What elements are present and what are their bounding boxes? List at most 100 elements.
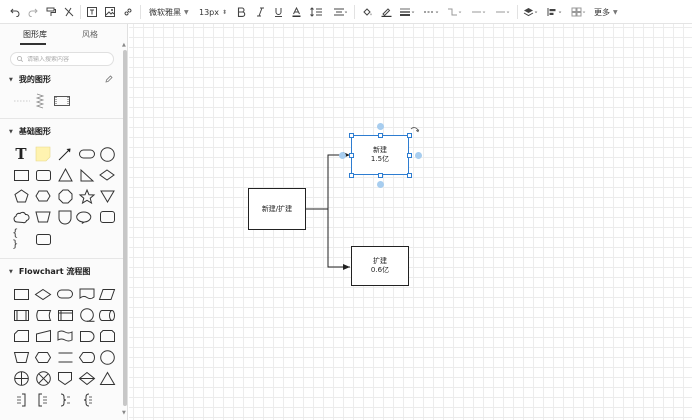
shape-right-triangle[interactable] (78, 166, 96, 184)
shape-trapezoid[interactable] (34, 208, 52, 226)
redo-icon[interactable] (27, 4, 39, 20)
bold-icon[interactable] (236, 4, 247, 20)
connect-point-bottom[interactable] (376, 181, 384, 188)
resize-handle-n[interactable] (377, 132, 383, 138)
resize-handle-s[interactable] (377, 172, 383, 178)
rotate-icon[interactable] (408, 124, 420, 136)
scroll-up-icon[interactable]: ▲ (122, 42, 126, 48)
shape-diamond[interactable] (98, 166, 116, 184)
shape-pentagon[interactable] (12, 187, 30, 205)
connector-to-new[interactable] (305, 152, 350, 210)
insert-link-icon[interactable] (122, 4, 134, 20)
shape-cloud[interactable] (12, 208, 30, 226)
flow-extract[interactable] (98, 369, 116, 387)
flow-card[interactable] (12, 327, 30, 345)
italic-icon[interactable] (255, 4, 266, 20)
flow-brace-left[interactable] (78, 391, 96, 409)
flow-sort[interactable] (78, 369, 96, 387)
shape-inverted-triangle[interactable] (98, 187, 116, 205)
flow-delay[interactable] (78, 327, 96, 345)
my-shape-film[interactable] (53, 95, 71, 107)
flow-document[interactable] (78, 285, 96, 303)
line-style-icon[interactable] (422, 4, 440, 20)
flow-off-page-connector[interactable] (56, 369, 74, 387)
group-icon[interactable] (570, 4, 588, 20)
shape-arrow-line[interactable] (56, 145, 74, 163)
flow-stored-data[interactable] (34, 306, 52, 324)
shape-text[interactable]: T (12, 145, 30, 163)
flow-process[interactable] (12, 285, 30, 303)
node-root[interactable]: 新建/扩建 (248, 188, 306, 230)
connector-to-expand[interactable] (305, 208, 350, 270)
align-icon[interactable] (331, 4, 349, 20)
node-new[interactable]: 新建 1.5亿 (351, 135, 409, 175)
shape-braces[interactable]: { } (12, 228, 30, 250)
shape-hexagon[interactable] (34, 187, 52, 205)
layer-order-icon[interactable] (522, 4, 540, 20)
flow-loop-limit[interactable] (98, 327, 116, 345)
flow-preparation[interactable] (34, 348, 52, 366)
insert-image-icon[interactable] (104, 4, 116, 20)
flow-predefined-process[interactable] (12, 306, 30, 324)
shape-rounded-rectangle[interactable] (34, 166, 52, 184)
line-spacing-icon[interactable] (309, 4, 325, 20)
node-expand[interactable]: 扩建 0.6亿 (351, 246, 409, 286)
sidebar-scrollbar[interactable] (123, 50, 127, 406)
section-basic-shapes[interactable]: ▼ 基础图形 (9, 126, 51, 137)
flow-terminator[interactable] (56, 285, 74, 303)
insert-textbox-icon[interactable] (86, 4, 98, 20)
shape-rounded-rect[interactable] (78, 145, 96, 163)
flow-sequential-data[interactable] (78, 306, 96, 324)
flow-connector[interactable] (98, 348, 116, 366)
flow-annotation-left[interactable] (34, 391, 52, 409)
line-end-icon[interactable] (494, 4, 512, 20)
flow-punched-tape[interactable] (56, 327, 74, 345)
shape-search-box[interactable] (10, 52, 114, 66)
section-flowchart[interactable]: ▼ Flowchart 流程图 (9, 266, 90, 277)
flow-decision[interactable] (34, 285, 52, 303)
font-family-select[interactable]: 微软雅黑 ▼ (149, 4, 191, 20)
more-button[interactable]: 更多 ▼ (594, 4, 618, 20)
shape-rectangle[interactable] (12, 166, 30, 184)
flow-or[interactable] (12, 369, 30, 387)
format-painter-icon[interactable] (45, 4, 57, 20)
shape-rounded-box[interactable] (34, 230, 52, 248)
font-size-stepper[interactable]: 13px ⬍ (199, 4, 231, 20)
underline-icon[interactable] (273, 4, 284, 20)
fill-color-icon[interactable] (361, 4, 373, 20)
my-shape-arrow[interactable] (12, 95, 32, 107)
edit-icon[interactable] (104, 74, 114, 84)
connect-point-right[interactable] (415, 151, 422, 159)
drawing-canvas[interactable]: 新建/扩建 新建 1.5亿 扩建 0.6亿 (129, 24, 692, 420)
flow-parallel-mode[interactable] (56, 348, 74, 366)
line-weight-icon[interactable] (398, 4, 416, 20)
tab-style[interactable]: 风格 (82, 30, 98, 39)
flow-direct-data[interactable] (98, 306, 116, 324)
scroll-down-icon[interactable]: ▼ (122, 410, 126, 416)
flow-manual-input[interactable] (34, 327, 52, 345)
shape-octagon[interactable] (56, 187, 74, 205)
flow-internal-storage[interactable] (56, 306, 74, 324)
shape-rounded-square[interactable] (98, 208, 116, 226)
clear-format-icon[interactable] (63, 4, 75, 20)
shape-star[interactable] (78, 187, 96, 205)
connector-type-icon[interactable] (446, 4, 464, 20)
connect-point-left[interactable] (339, 151, 346, 159)
resize-handle-sw[interactable] (348, 172, 354, 178)
my-shape-spring[interactable] (35, 91, 45, 111)
flow-manual-operation[interactable] (12, 348, 30, 366)
resize-handle-nw[interactable] (348, 132, 354, 138)
flow-data[interactable] (98, 285, 116, 303)
shape-circle[interactable] (98, 145, 116, 163)
shape-triangle[interactable] (56, 166, 74, 184)
resize-handle-ne[interactable] (406, 132, 412, 138)
align-shapes-icon[interactable] (546, 4, 564, 20)
tab-shape-library[interactable]: 图形库 (23, 30, 47, 39)
line-start-icon[interactable] (470, 4, 488, 20)
resize-handle-e[interactable] (406, 152, 412, 158)
undo-icon[interactable] (9, 4, 21, 20)
section-my-shapes[interactable]: ▼ 我的图形 (9, 74, 51, 85)
search-input[interactable] (27, 55, 107, 63)
flow-display[interactable] (78, 348, 96, 366)
shape-shield[interactable] (56, 208, 74, 226)
